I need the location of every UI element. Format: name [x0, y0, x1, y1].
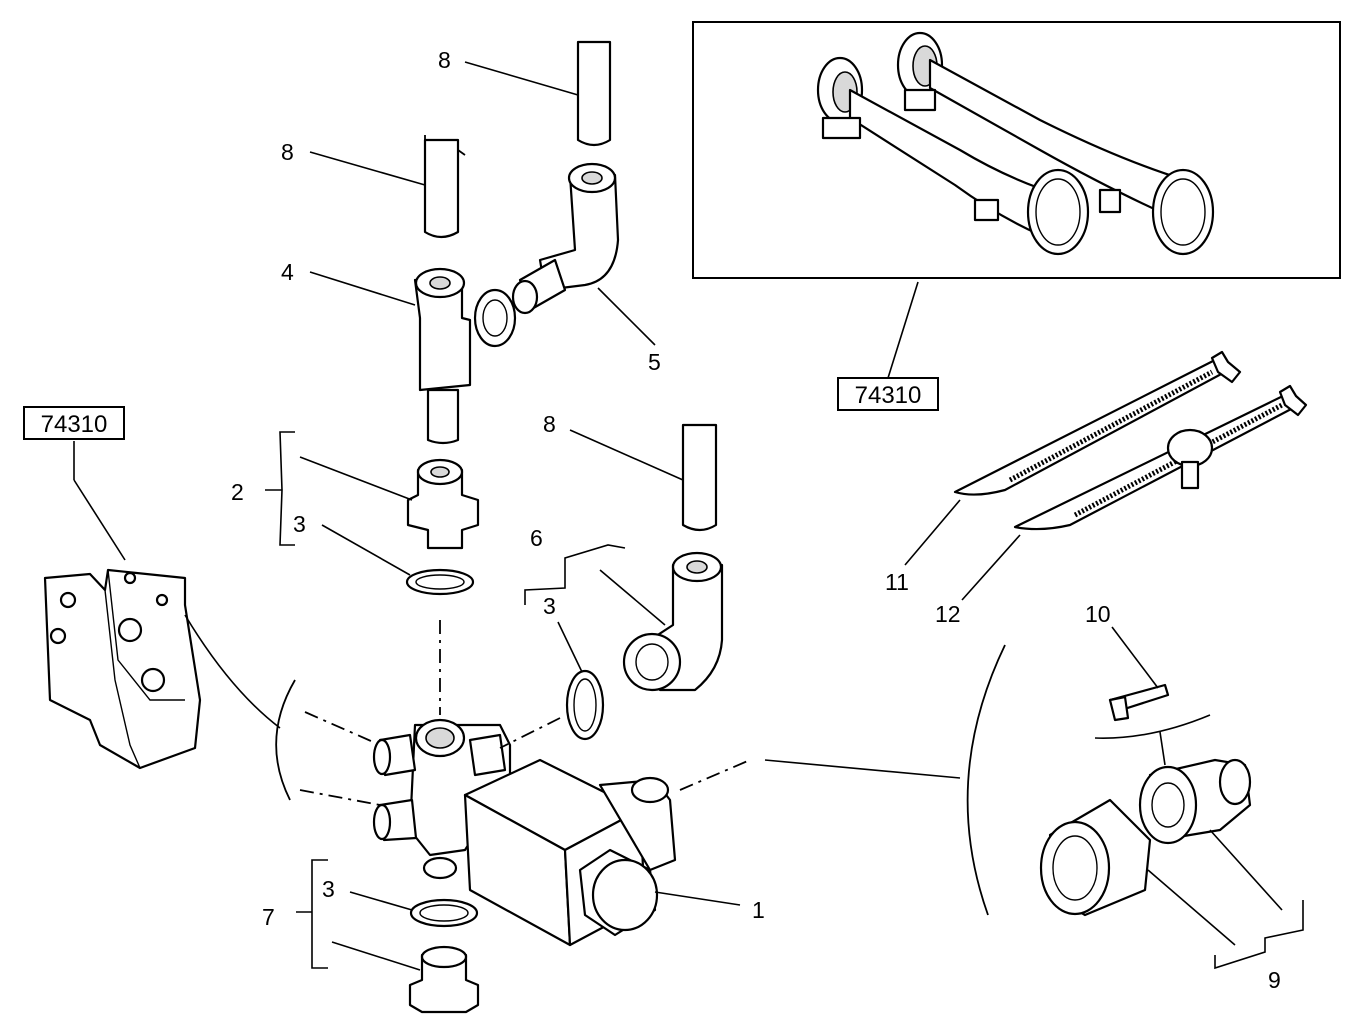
- callout-4: 4: [281, 259, 294, 285]
- callout-8-mid: 8: [543, 411, 556, 437]
- callout-9: 9: [1268, 967, 1281, 993]
- ref-box-right-label: 74310: [855, 382, 922, 409]
- connector-detail: 10 9: [679, 601, 1304, 993]
- bracket-group: 74310: [23, 406, 281, 770]
- solenoid-valve: 1: [275, 679, 765, 947]
- callout-8-left: 8: [281, 139, 294, 165]
- callout-2: 2: [231, 479, 244, 505]
- callout-3-bottom: 3: [322, 876, 335, 902]
- callout-10: 10: [1085, 601, 1111, 627]
- cable-ties: 11 12: [885, 350, 1308, 627]
- callout-3-right: 3: [543, 593, 556, 619]
- callout-7: 7: [262, 904, 275, 930]
- callout-6: 6: [530, 525, 543, 551]
- ref-box-left-label: 74310: [41, 411, 108, 438]
- horns-inset: 74310: [692, 21, 1341, 411]
- callout-3-top: 3: [293, 511, 306, 537]
- callout-8-top: 8: [438, 47, 451, 73]
- side-fittings: 8 6 3: [499, 411, 724, 749]
- air-horn-2: [816, 56, 1090, 256]
- callout-11: 11: [885, 569, 909, 595]
- air-horn-1: [896, 31, 1215, 256]
- upper-fittings: 8 8 4 5 2 3: [231, 40, 661, 715]
- drain-plug: 3 7: [262, 859, 480, 1014]
- callout-5: 5: [648, 349, 661, 375]
- callout-12: 12: [935, 601, 961, 627]
- callout-1: 1: [752, 897, 765, 923]
